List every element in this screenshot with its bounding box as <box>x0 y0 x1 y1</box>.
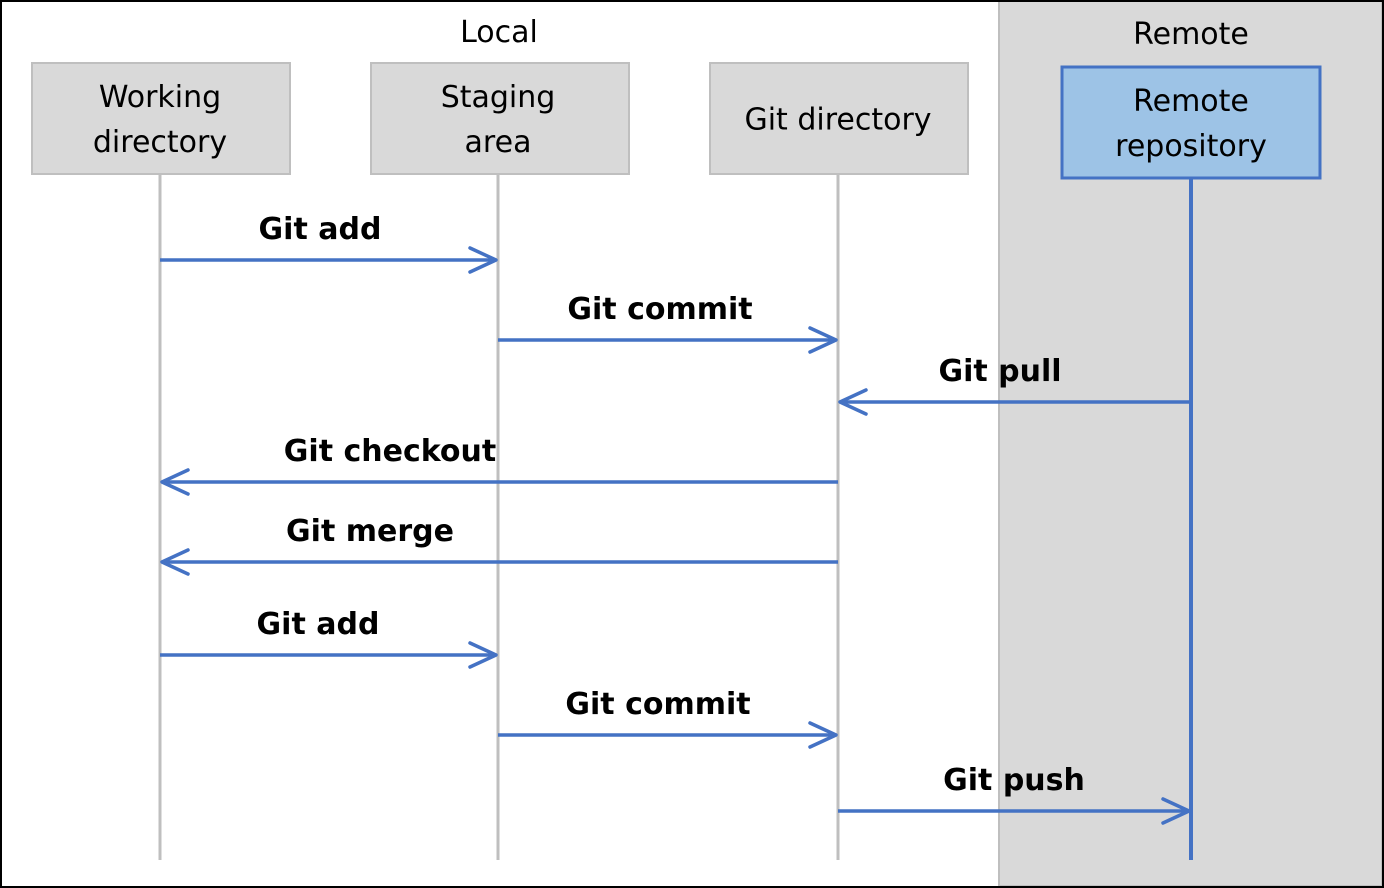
participant-box-staging <box>370 62 630 175</box>
message-git-merge: Git merge <box>160 514 838 576</box>
arrowhead-icon <box>160 548 190 576</box>
participant-working: Working directory <box>31 62 291 860</box>
message-label: Git add <box>257 607 380 642</box>
arrowhead-icon <box>468 641 498 669</box>
participant-box-working <box>31 62 291 175</box>
participant-gitdir: Git directory <box>709 62 969 860</box>
participant-remote: Remote repository <box>1060 65 1322 860</box>
message-label: Git commit <box>565 687 750 722</box>
arrowhead-icon <box>808 721 838 749</box>
participant-label: directory <box>93 125 227 160</box>
message-git-pull: Git pull <box>838 354 1191 416</box>
arrowhead-icon <box>1161 797 1191 825</box>
message-git-add: Git add <box>160 607 498 669</box>
arrowhead-icon <box>160 468 190 496</box>
arrowhead-icon <box>838 388 868 416</box>
message-label: Git add <box>259 212 382 247</box>
arrowhead-icon <box>808 326 838 354</box>
remote-region-label: Remote <box>1133 17 1249 52</box>
local-region-label: Local <box>460 15 538 50</box>
message-label: Git pull <box>938 354 1061 389</box>
message-git-push: Git push <box>838 763 1191 825</box>
participant-box-gitdir <box>709 62 969 175</box>
message-label: Git checkout <box>284 434 496 469</box>
participant-box-remote <box>1060 65 1322 180</box>
message-git-add: Git add <box>160 212 498 274</box>
participant-label: Staging <box>441 80 556 115</box>
message-git-checkout: Git checkout <box>160 434 838 496</box>
participant-label: Git directory <box>744 103 931 138</box>
message-git-commit: Git commit <box>498 292 838 354</box>
participant-staging: Staging area <box>370 62 630 860</box>
message-label: Git merge <box>286 514 454 549</box>
participant-label: area <box>465 125 532 160</box>
participant-label: Remote <box>1133 84 1249 119</box>
participant-label: repository <box>1115 129 1267 164</box>
participant-label: Working <box>99 80 221 115</box>
arrowhead-icon <box>468 246 498 274</box>
message-label: Git commit <box>567 292 752 327</box>
message-label: Git push <box>943 763 1085 798</box>
message-git-commit: Git commit <box>498 687 838 749</box>
